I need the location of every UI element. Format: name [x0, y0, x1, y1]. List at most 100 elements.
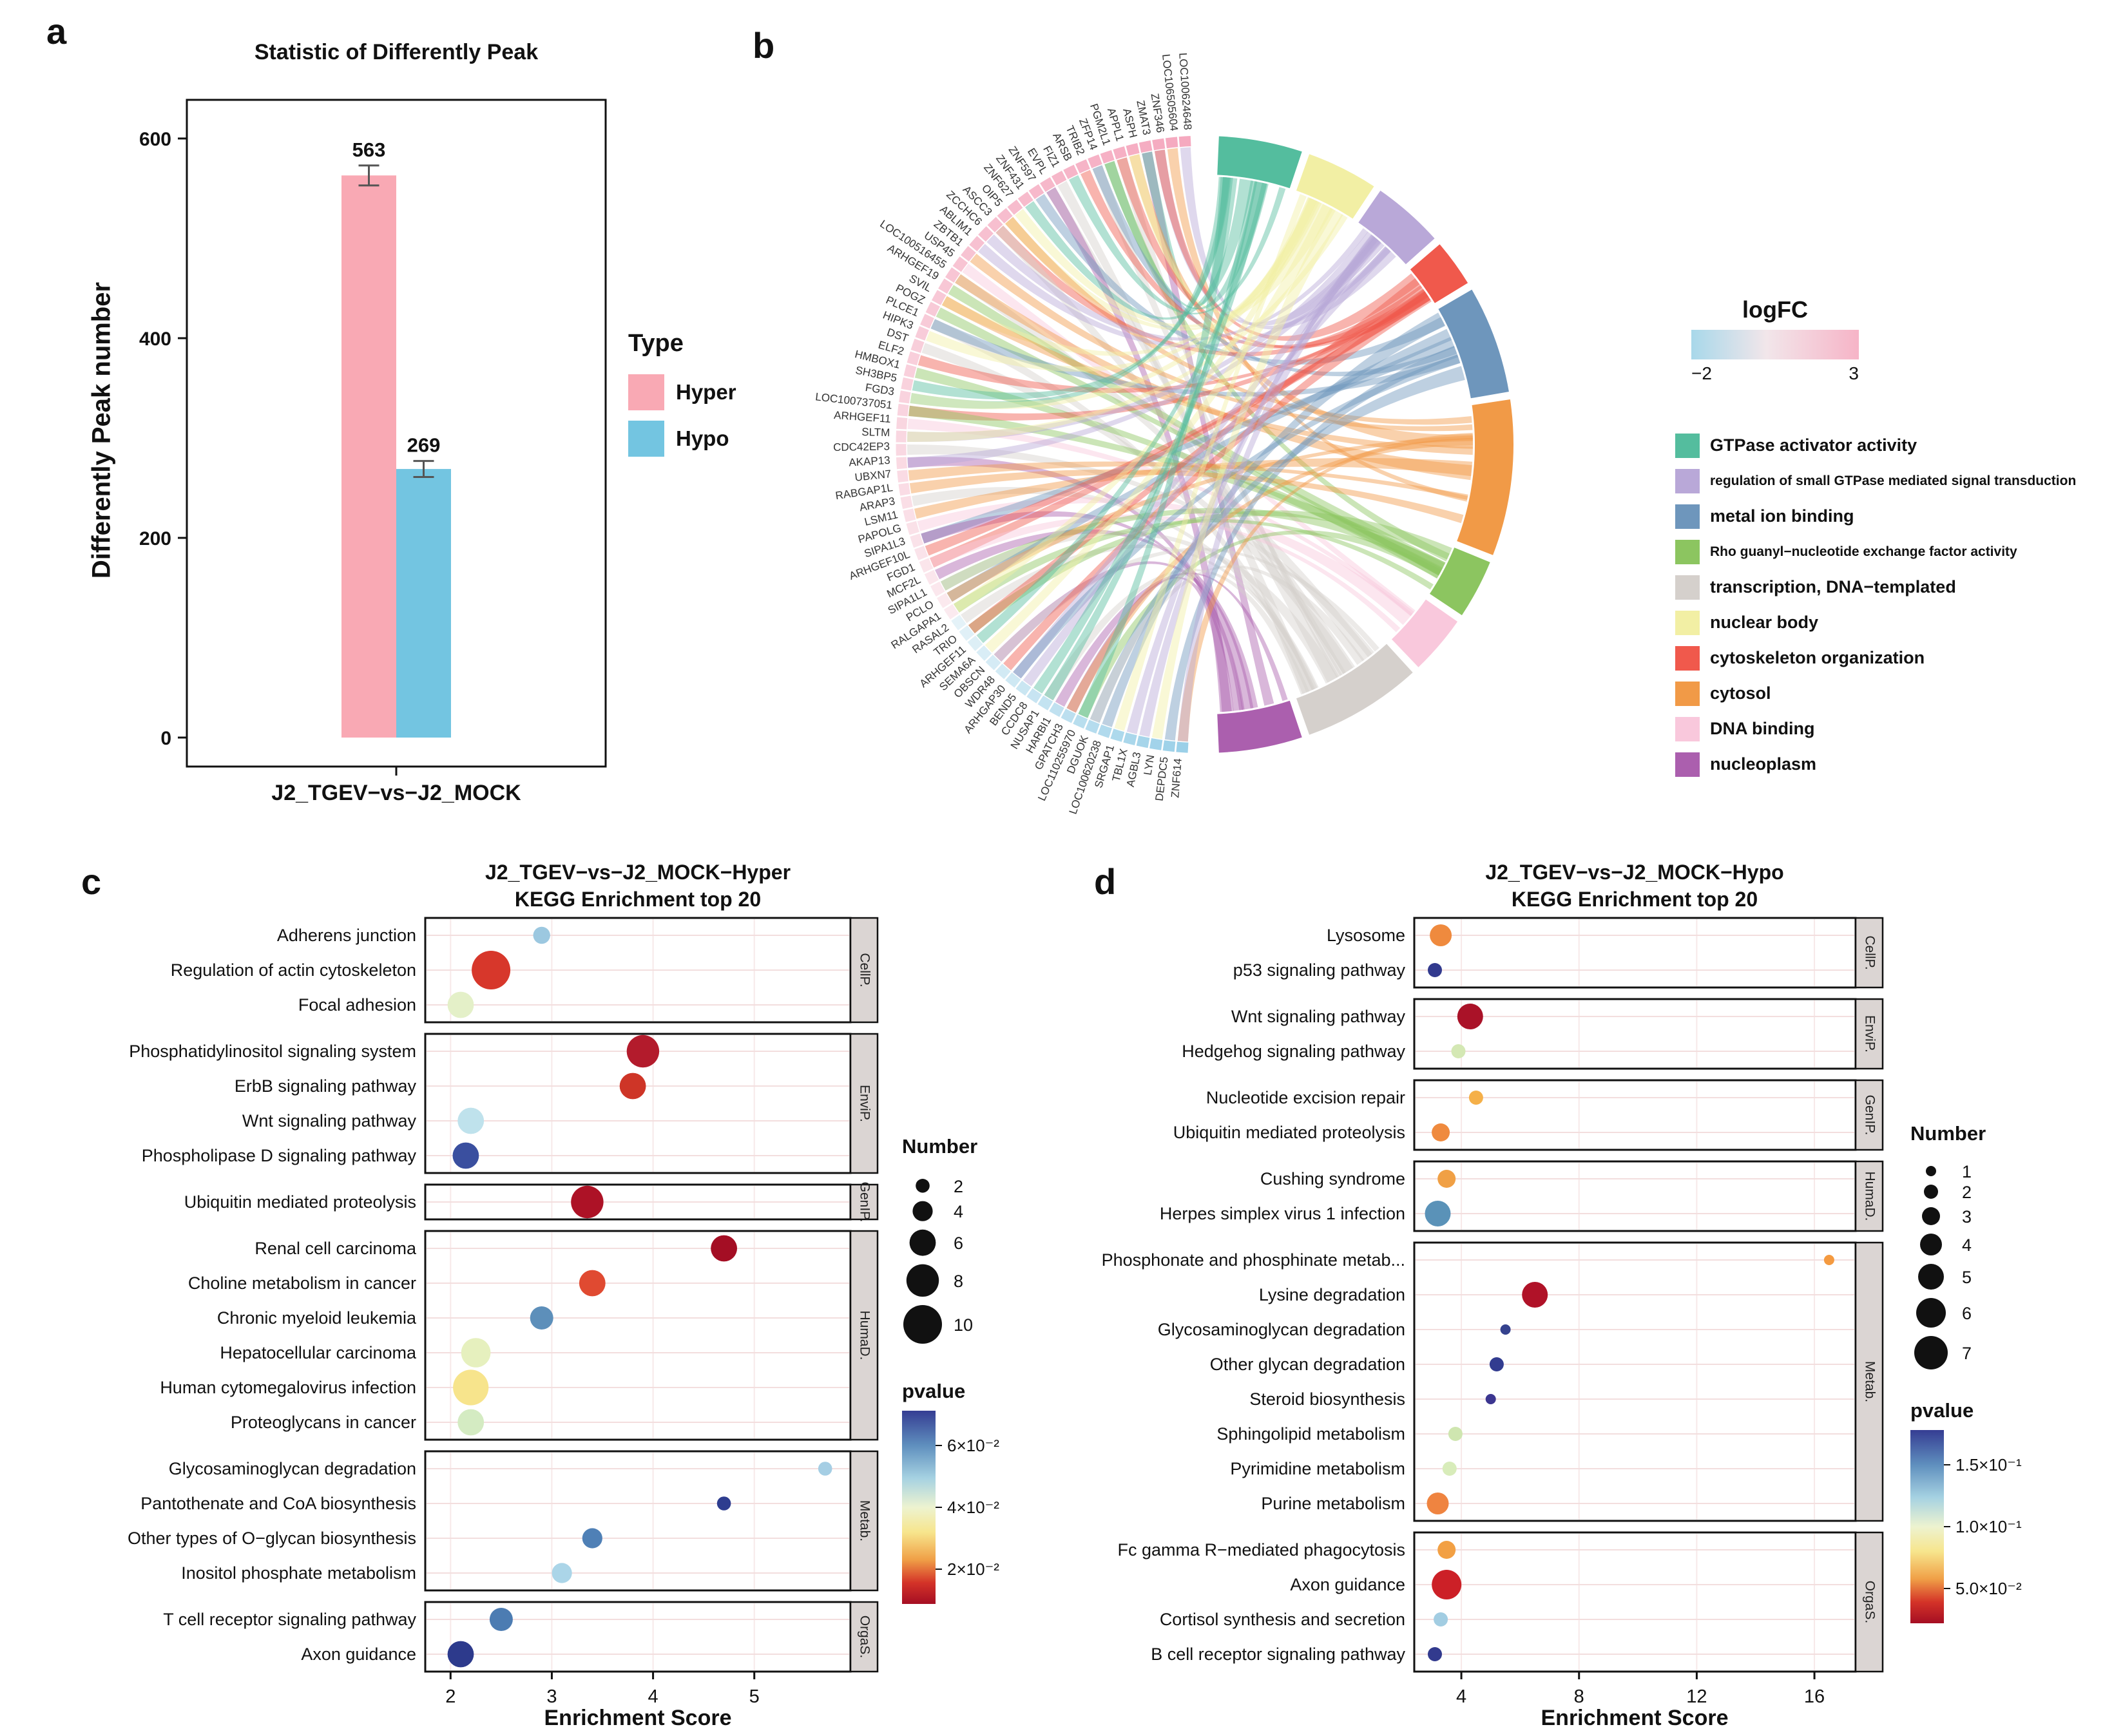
pathway-label: Inositol phosphate metabolism [181, 1563, 416, 1583]
enrichment-dot [1427, 1493, 1449, 1514]
gene-arc [1110, 728, 1126, 743]
x-tick-label: 3 [546, 1686, 557, 1707]
chord-ribbon [907, 444, 1374, 658]
go-arc [1455, 397, 1515, 557]
chord-ribbon [1142, 151, 1274, 706]
chord-ribbons [907, 147, 1474, 742]
gene-arc [898, 482, 912, 497]
pathway-label: Herpes simplex virus 1 infection [1160, 1204, 1405, 1223]
pathway-label: Cushing syndrome [1260, 1169, 1405, 1188]
panel-c-label: c [81, 861, 102, 902]
group-label: CellP. [857, 953, 872, 987]
chord-ribbon [936, 307, 1443, 576]
number-legend-bubble [909, 1229, 936, 1256]
enrichment-dot [472, 951, 511, 989]
chord-ribbon [917, 497, 1413, 625]
gene-arc [950, 614, 968, 631]
number-legend-bubble [906, 1264, 939, 1297]
enrichment-dot [1451, 1044, 1466, 1058]
go-color-swatch [1675, 610, 1700, 635]
pathway-label: Glycosaminoglycan degradation [169, 1459, 416, 1478]
group-label: Metab. [1862, 1361, 1877, 1402]
enrichment-dot [530, 1306, 553, 1330]
chord-ribbon [962, 263, 1416, 616]
type-legend-item: Hyper [628, 374, 736, 410]
number-legend-value: 2 [954, 1177, 963, 1196]
chord-ribbon [1057, 180, 1314, 694]
gene-arc [1151, 137, 1166, 151]
enrichment-dot [1432, 1570, 1462, 1599]
chord-ribbon [1142, 151, 1238, 306]
chord-ribbon [1104, 160, 1267, 310]
go-legend-item: DNA binding [1675, 711, 2076, 747]
go-arc [1356, 189, 1437, 267]
gene-arc [1178, 135, 1192, 148]
gene-arc [914, 325, 930, 342]
pvalue-colorbar [902, 1411, 936, 1604]
go-arc [1216, 699, 1304, 754]
panel-c-title-line2: KEGG Enrichment top 20 [514, 888, 762, 911]
chord-diagram: LOC100624648LOC106505604ZNF346ZMAT3ASPHA… [814, 52, 1515, 816]
go-color-swatch [1675, 645, 1700, 671]
gene-arc [1015, 680, 1032, 697]
x-tick-label: 8 [1574, 1686, 1584, 1707]
enrichment-dot [461, 1338, 491, 1368]
gene-label: ZNF614 [1169, 758, 1184, 799]
logfc-min-label: −2 [1691, 363, 1712, 383]
pathway-label: Axon guidance [301, 1645, 416, 1664]
chord-ribbon [925, 291, 1431, 556]
gene-arc [896, 416, 908, 430]
gene-arc [1039, 176, 1057, 193]
pathway-label: B cell receptor signaling pathway [1151, 1645, 1405, 1664]
gene-arc [943, 603, 960, 620]
gene-arc [1050, 169, 1068, 186]
gene-arc [1025, 687, 1043, 705]
gene-arc [895, 443, 907, 457]
gene-arc [1037, 694, 1054, 712]
enrichment-dot [1442, 1462, 1457, 1476]
gene-arc [1138, 139, 1153, 154]
number-legend-bubble [912, 1201, 933, 1221]
gene-arc [909, 533, 925, 549]
pvalue-tick-label: 1.0×10⁻¹ [1955, 1517, 2022, 1536]
pathway-label: Ubiquitin mediated proteolysis [184, 1192, 416, 1212]
go-arc [1294, 152, 1376, 221]
gene-arc [1074, 158, 1091, 175]
gene-arc [899, 495, 914, 510]
bar-hyper [341, 175, 396, 738]
gene-arc [975, 644, 993, 662]
gene-arc [895, 456, 908, 470]
group-strip [849, 1033, 879, 1174]
enrichment-dot [1522, 1282, 1548, 1308]
group-label: EnviP. [1862, 1015, 1877, 1053]
pathway-label: Fc gamma R−mediated phagocytosis [1118, 1540, 1405, 1560]
enrichment-dot [1425, 1201, 1451, 1226]
number-legend-value: 10 [954, 1315, 973, 1335]
enrichment-dot [533, 926, 550, 944]
pathway-label: Steroid biosynthesis [1249, 1389, 1405, 1409]
logfc-legend-title: logFC [1742, 296, 1808, 323]
gene-arc [906, 350, 921, 367]
panel-d-label: d [1094, 861, 1117, 902]
number-legend-value: 2 [1962, 1183, 1972, 1202]
gene-arc [918, 557, 934, 574]
enrichment-dot [711, 1235, 737, 1262]
group-label: GenIP. [857, 1182, 872, 1223]
gene-arc [937, 278, 954, 295]
go-arc [1408, 242, 1470, 305]
pathway-label: Glycosaminoglycan degradation [1158, 1320, 1405, 1339]
gene-arc [1084, 719, 1101, 735]
y-tick-label: 400 [139, 329, 171, 350]
chord-ribbon [1090, 565, 1365, 723]
pathway-label: Renal cell carcinoma [255, 1239, 417, 1258]
pvalue-legend-title: pvalue [902, 1380, 965, 1402]
enrichment-dot [619, 1073, 646, 1100]
gene-arc [958, 624, 975, 642]
gene-arc [966, 634, 984, 653]
go-color-swatch [1675, 681, 1700, 706]
pathway-label: Axon guidance [1290, 1575, 1405, 1594]
y-tick-label: 200 [139, 528, 171, 549]
